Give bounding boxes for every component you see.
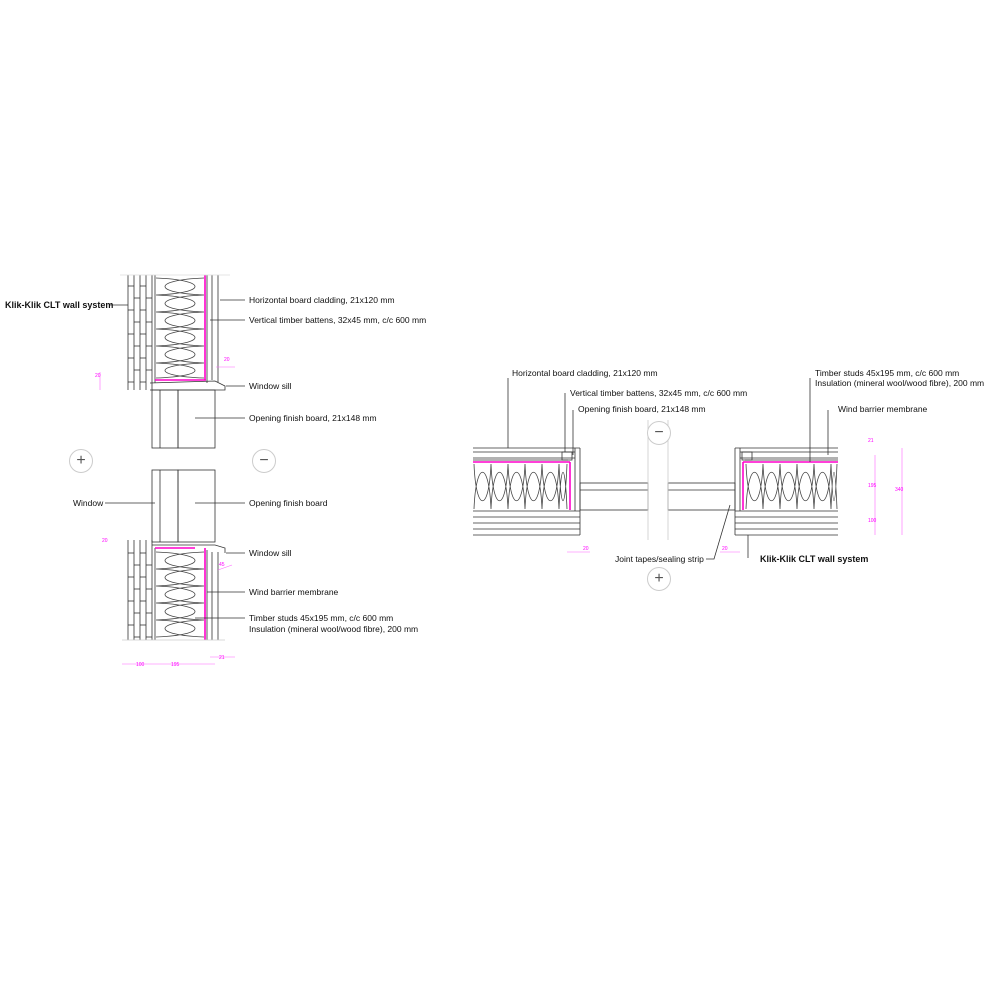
dim-label: 100: [868, 518, 877, 524]
dim-label: 20: [102, 538, 108, 544]
insulation-section-upper: [155, 277, 205, 379]
dim-label: 195: [868, 483, 877, 489]
dim-label: 20: [583, 546, 589, 552]
label-membrane: Wind barrier membrane: [249, 587, 339, 597]
dim-label: 21: [219, 655, 225, 661]
insulation-pattern: [155, 551, 205, 638]
label-studs: Timber studs 45x195 mm, c/c 600 mm: [249, 613, 394, 623]
plan-label-cladding: Horizontal board cladding, 21x120 mm: [512, 368, 658, 378]
insulation-plan: [473, 463, 838, 510]
insulation-section-lower: [155, 551, 205, 638]
plan-leaders: [507, 378, 829, 560]
dim-label: 20: [224, 357, 230, 363]
clt-joints-section: [128, 285, 152, 638]
plan-dimensions: [567, 448, 903, 553]
label-window: Window: [73, 498, 104, 508]
section-title: Klik-Klik CLT wall system: [5, 300, 114, 310]
label-window-sill-bottom: Window sill: [249, 548, 292, 558]
dim-label: 45: [219, 562, 225, 568]
dim-label: 20: [722, 546, 728, 552]
dim-label: 340: [895, 487, 904, 493]
zoom-out-button[interactable]: −: [647, 421, 671, 445]
label-finish-board: Opening finish board: [249, 498, 328, 508]
plan-label-battens: Vertical timber battens, 32x45 mm, c/c 6…: [570, 388, 748, 398]
label-battens: Vertical timber battens, 32x45 mm, c/c 6…: [249, 315, 427, 325]
section-lower-wall: [122, 469, 226, 641]
plan-label-finish-board: Opening finish board, 21x148 mm: [578, 404, 706, 414]
label-finish-board-top: Opening finish board, 21x148 mm: [249, 413, 377, 423]
plan-label-membrane: Wind barrier membrane: [838, 404, 928, 414]
section-leaders: [105, 299, 245, 619]
dim-label: 100: [136, 662, 145, 668]
plan-left-wall: [473, 447, 581, 536]
plan-right-wall: [734, 447, 838, 536]
plan-title: Klik-Klik CLT wall system: [760, 554, 869, 564]
section-upper-wall: [120, 274, 230, 449]
section-dimensions: [99, 366, 235, 665]
plan-label-insulation: Insulation (mineral wool/wood fibre), 20…: [815, 378, 985, 388]
label-insulation: Insulation (mineral wool/wood fibre), 20…: [249, 624, 419, 634]
label-cladding: Horizontal board cladding, 21x120 mm: [249, 295, 395, 305]
dim-label: 20: [95, 373, 101, 379]
insulation-pattern: [155, 277, 205, 379]
dim-label: 21: [868, 438, 874, 444]
plan-label-studs: Timber studs 45x195 mm, c/c 600 mm: [815, 368, 960, 378]
zoom-in-button[interactable]: +: [69, 449, 93, 473]
plan-label-joint: Joint tapes/sealing strip: [615, 554, 704, 564]
insulation-pattern: [745, 463, 838, 510]
insulation-pattern: [473, 463, 568, 510]
zoom-in-button[interactable]: +: [647, 567, 671, 591]
label-window-sill-top: Window sill: [249, 381, 292, 391]
zoom-out-button[interactable]: −: [252, 449, 276, 473]
dim-label: 195: [171, 662, 180, 668]
